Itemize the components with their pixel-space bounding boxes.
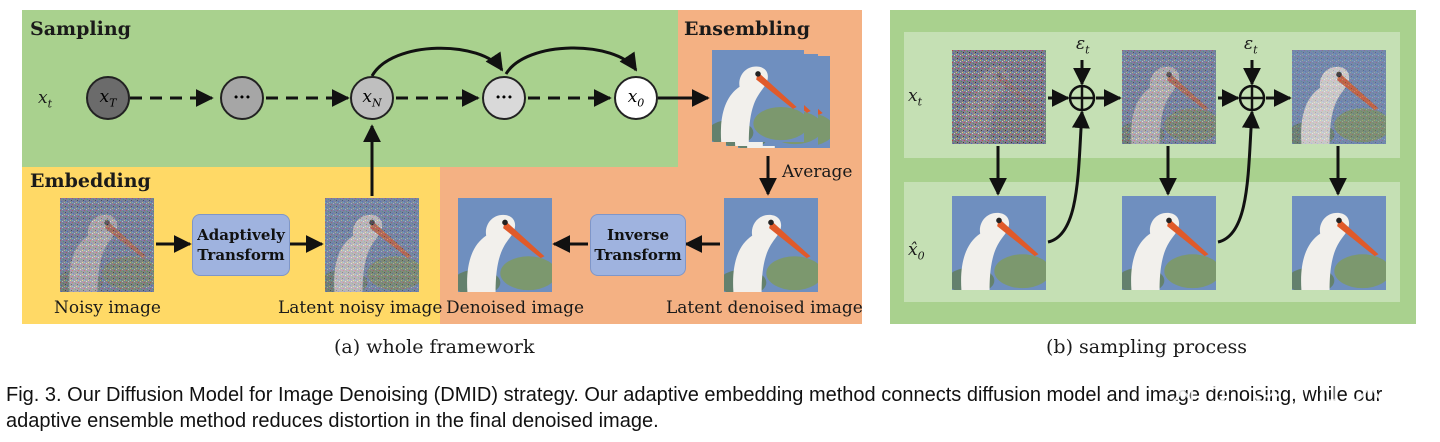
plus-icon-1 <box>1068 84 1096 112</box>
panel-b: xt x̂0 εt εt <box>890 10 1416 324</box>
panel-a-caption: (a) whole framework <box>334 336 535 358</box>
panel-b-arrows <box>989 60 1347 244</box>
b-curve-1 <box>1047 110 1090 244</box>
plus-icon-2 <box>1238 84 1266 112</box>
panel-a-arrows <box>130 46 777 253</box>
embedding-title: Embedding <box>30 170 151 192</box>
average-label: Average <box>782 162 853 182</box>
xt-label: xt <box>38 88 53 111</box>
ensemble-stack-image-1 <box>712 50 804 142</box>
ensembling-title: Ensembling <box>684 18 811 40</box>
noisy-image <box>60 198 154 292</box>
skip-curve-2 <box>504 46 638 75</box>
adaptively-transform-box: Adaptively Transform <box>192 214 290 276</box>
b-curve-2 <box>1217 110 1260 244</box>
node-xN: xN <box>350 76 394 120</box>
node-dots-1: ··· <box>220 76 264 120</box>
panel-a: Sampling Embedding Ensembling xt <box>22 10 863 324</box>
skip-curve-1 <box>370 46 504 77</box>
b-xt-image-1 <box>952 50 1046 144</box>
latent-denoised-image <box>724 198 818 292</box>
eps-label-2: εt <box>1244 34 1258 57</box>
sampling-title: Sampling <box>30 18 131 40</box>
eps-label-1: εt <box>1076 34 1090 57</box>
latent-noisy-image <box>325 198 419 292</box>
inverse-transform-box: Inverse Transform <box>590 214 686 276</box>
latent-denoised-image-label: Latent denoised image <box>666 298 863 318</box>
noisy-image-label: Noisy image <box>54 298 161 318</box>
panel-b-caption: (b) sampling process <box>1046 336 1247 358</box>
denoised-image-label: Denoised image <box>446 298 585 318</box>
denoised-image <box>458 198 552 292</box>
figure-caption: Fig. 3. Our Diffusion Model for Image De… <box>6 384 1383 432</box>
b-xt-label: xt <box>908 86 923 109</box>
node-dots-2: ··· <box>482 76 526 120</box>
csdn-watermark: CSDN @十小大 <box>1262 406 1406 430</box>
node-xT: xT <box>86 76 130 120</box>
zhihu-watermark: 知乎 @十小大 <box>1172 368 1387 408</box>
b-xt-image-2 <box>1122 50 1216 144</box>
b-xt-image-3 <box>1292 50 1386 144</box>
sampling-region <box>22 10 678 167</box>
latent-noisy-image-label: Latent noisy image <box>278 298 443 318</box>
b-x0hat-label: x̂0 <box>908 240 925 263</box>
node-x0: x0 <box>614 76 658 120</box>
